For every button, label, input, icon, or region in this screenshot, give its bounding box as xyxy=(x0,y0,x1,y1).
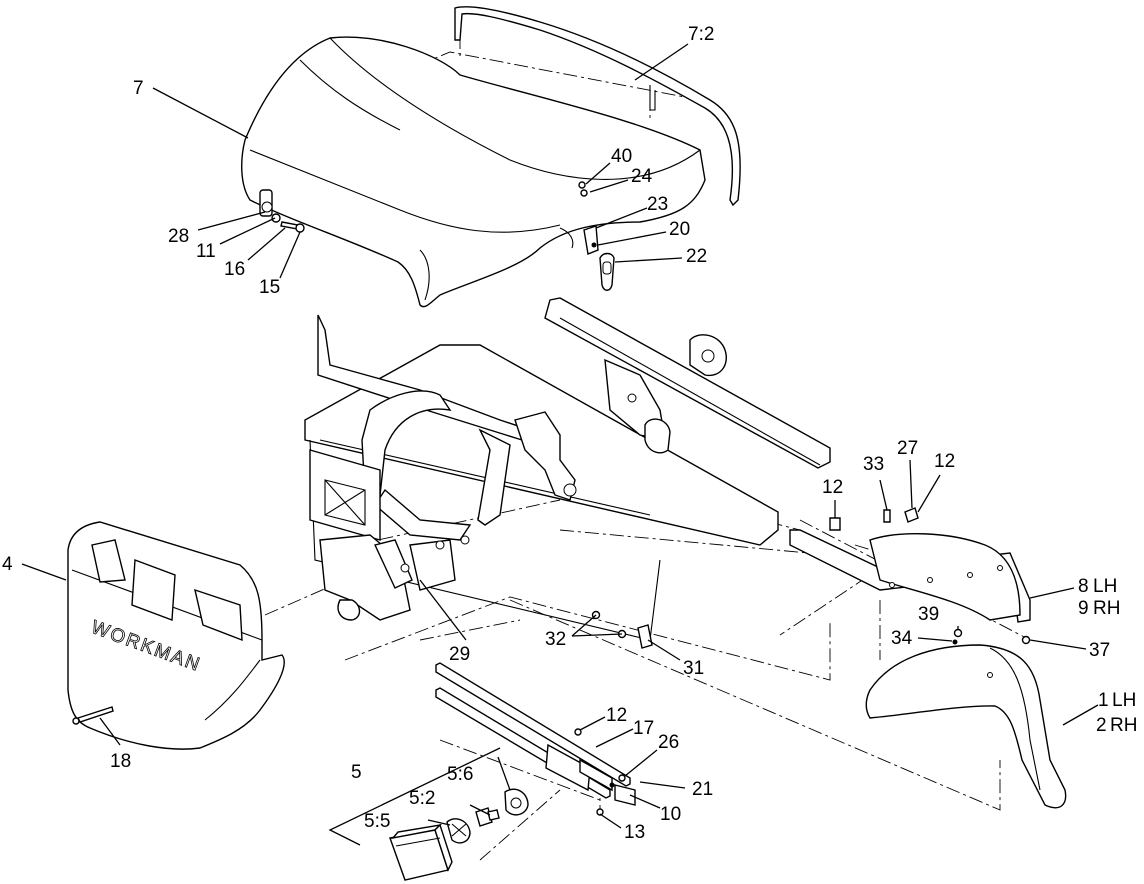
callout-15: 15 xyxy=(259,277,280,298)
callout-24: 24 xyxy=(631,166,653,187)
callout-21: 21 xyxy=(692,779,713,800)
callout-23: 23 xyxy=(647,194,668,215)
bolt-18 xyxy=(72,706,114,725)
callout-22: 22 xyxy=(686,246,707,267)
callout-28: 28 xyxy=(168,226,189,247)
upper-cross-member xyxy=(544,297,831,469)
front-grille: WORKMAN xyxy=(67,521,285,750)
callout-39: 39 xyxy=(918,604,939,625)
callout-4: 4 xyxy=(2,554,13,575)
callout-1: 1 xyxy=(1098,690,1109,711)
front-frame xyxy=(304,314,779,641)
callout-33: 33 xyxy=(863,454,884,475)
callout-5-5: 5:5 xyxy=(364,811,390,832)
callout-13: 13 xyxy=(624,822,645,843)
callout-12-b: 12 xyxy=(934,451,955,472)
callout-32: 32 xyxy=(545,629,566,650)
callout-8-side: LH xyxy=(1093,576,1117,597)
headlight-assembly xyxy=(389,788,529,881)
callout-40: 40 xyxy=(611,146,632,167)
callout-9-side: RH xyxy=(1093,598,1120,619)
callout-2: 2 xyxy=(1096,715,1107,736)
callout-16: 16 xyxy=(224,259,245,280)
callout-29: 29 xyxy=(449,644,470,665)
front-fender xyxy=(865,644,1067,809)
callout-11: 11 xyxy=(196,241,216,262)
callout-12-a: 12 xyxy=(822,477,843,498)
callout-7: 7 xyxy=(133,78,144,99)
fender-mount-bracket xyxy=(789,529,1031,623)
callout-34: 34 xyxy=(891,628,913,649)
callout-27: 27 xyxy=(897,438,918,459)
hood-hinge-hardware-left xyxy=(259,189,305,233)
callout-5-2: 5:2 xyxy=(409,788,435,809)
callout-18: 18 xyxy=(110,751,131,772)
callout-1-side: LH xyxy=(1112,690,1136,711)
fender-hardware xyxy=(829,507,1031,645)
hood-support-bar xyxy=(454,6,741,207)
headlight-group-bracket xyxy=(328,747,501,846)
callout-5: 5 xyxy=(351,762,362,783)
callout-12-c: 12 xyxy=(606,705,627,726)
callout-5-6: 5:6 xyxy=(447,764,473,785)
callout-labels: 7 7:2 28 11 16 15 40 24 23 20 22 4 29 32… xyxy=(2,24,1137,843)
callout-31: 31 xyxy=(683,658,704,679)
latch-hardware-31-32 xyxy=(591,610,653,649)
callout-20: 20 xyxy=(669,219,690,240)
callout-37: 37 xyxy=(1089,640,1110,661)
hood xyxy=(241,36,706,308)
light-mount-bracket xyxy=(435,662,636,816)
callout-9: 9 xyxy=(1078,598,1089,619)
hood-latch-hardware xyxy=(578,181,615,291)
callout-10: 10 xyxy=(660,804,681,825)
callout-7-2: 7:2 xyxy=(688,24,714,45)
callout-8: 8 xyxy=(1078,576,1089,597)
callout-2-side: RH xyxy=(1110,715,1137,736)
callout-26: 26 xyxy=(658,732,679,753)
callout-17: 17 xyxy=(633,718,654,739)
leader-lines xyxy=(21,43,1099,829)
